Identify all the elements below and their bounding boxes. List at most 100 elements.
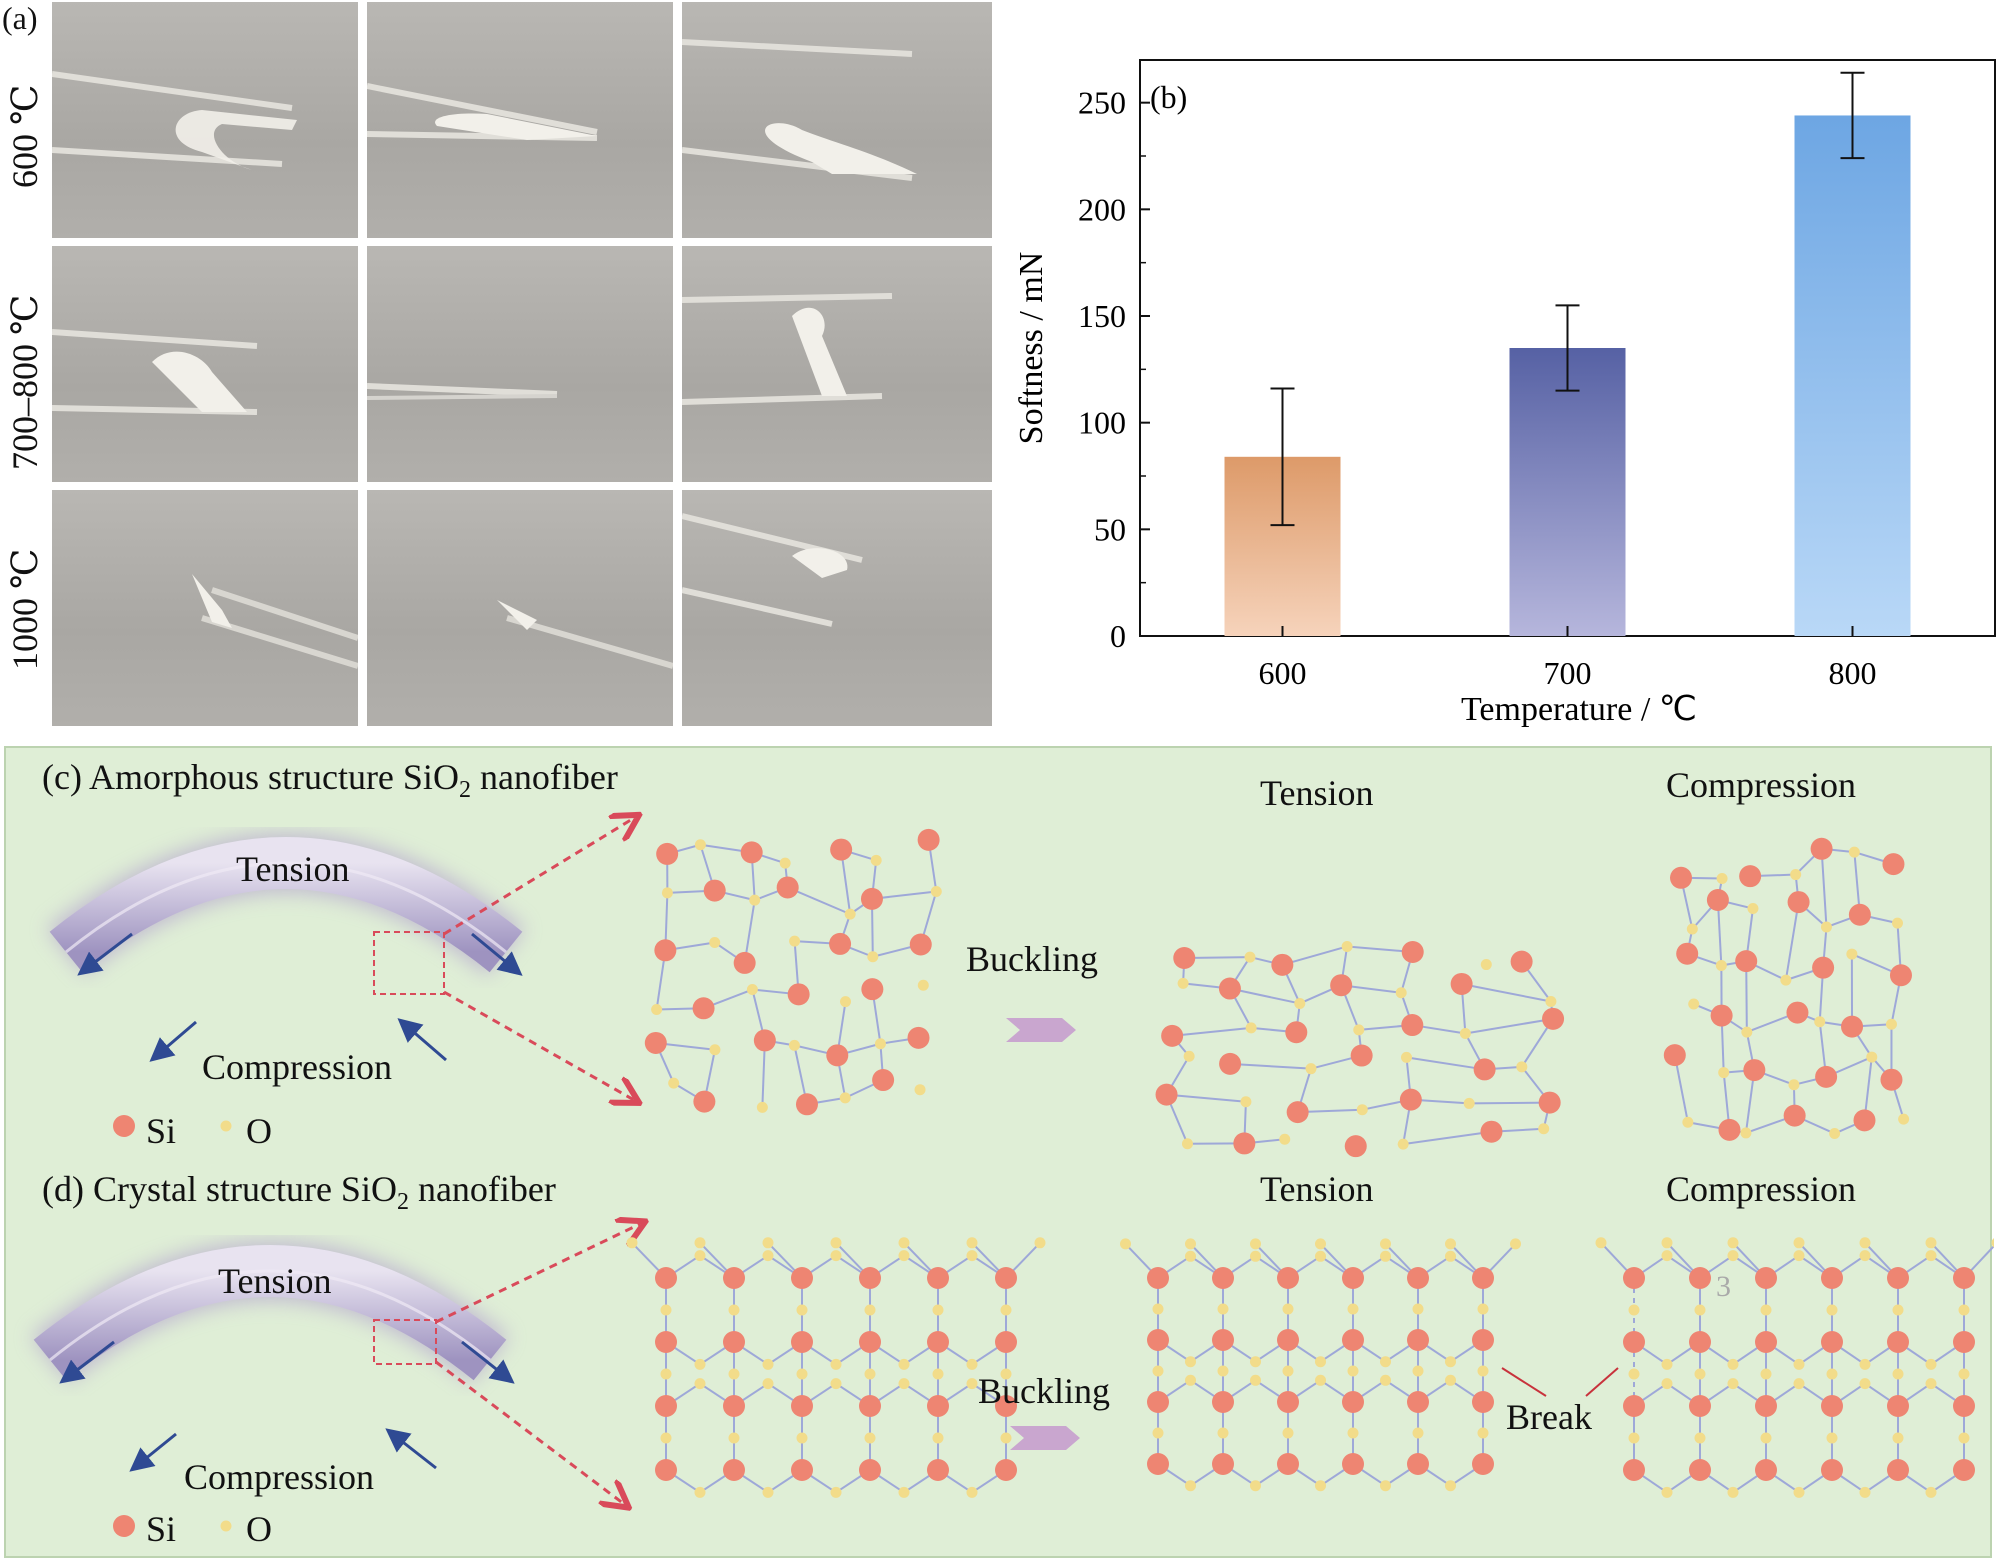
bond (1282, 945, 1348, 966)
c-legend-si: Si (146, 1111, 177, 1151)
si-atom (995, 1331, 1017, 1353)
o-atom (874, 1038, 886, 1050)
si-atom (1841, 1015, 1864, 1038)
si-atom (1407, 1391, 1429, 1413)
bond (787, 886, 851, 916)
y-tick-label: 0 (1110, 618, 1126, 654)
o-atom (660, 1432, 672, 1444)
bond (1166, 1093, 1246, 1103)
o-atom (1793, 1358, 1805, 1370)
c-fiber-tension-label: Tension (236, 849, 350, 889)
o-atom (1925, 1250, 1937, 1262)
si-atom (1821, 1331, 1843, 1353)
o-atom (932, 1368, 944, 1380)
si-atom (1663, 1044, 1686, 1067)
o-atom (1395, 987, 1407, 999)
panel-c-title-sub: 2 (458, 777, 471, 804)
photo-1000-1 (52, 490, 358, 726)
c-compression-title: Compression (1666, 765, 1857, 805)
panel-d-title-sub: 2 (396, 1189, 409, 1216)
o-atom (1859, 1250, 1871, 1262)
o-atom (1510, 1238, 1521, 1250)
o-atom (1516, 1061, 1528, 1073)
o-atom (1925, 1358, 1937, 1370)
c-tension-title: Tension (1260, 773, 1374, 813)
o-atom (1217, 1303, 1229, 1315)
o-atom (1925, 1486, 1937, 1498)
o-atom (1686, 923, 1698, 935)
si-atom (1689, 1459, 1711, 1481)
o-atom (1120, 1238, 1131, 1250)
si-atom (1161, 1024, 1184, 1047)
o-atom (1793, 1250, 1805, 1262)
o-atom (1829, 1128, 1841, 1140)
o-atom (1958, 1432, 1970, 1444)
o-atom (694, 1486, 706, 1498)
si-atom (1743, 1059, 1766, 1082)
si-atom (1810, 837, 1833, 860)
si-atom (791, 1331, 813, 1353)
o-atom (1727, 1358, 1739, 1370)
d-fiber-tension-label: Tension (218, 1261, 332, 1301)
y-tick-label: 100 (1078, 405, 1126, 441)
o-atom (220, 1520, 232, 1532)
o-atom (1740, 1127, 1752, 1139)
o-atom (1885, 1018, 1897, 1030)
si-atom (1407, 1453, 1429, 1475)
o-atom (1347, 1303, 1359, 1315)
si-atom (655, 1331, 677, 1353)
si-atom (1155, 1083, 1178, 1106)
photo-700-1 (52, 246, 358, 482)
si-atom (1783, 1104, 1806, 1127)
si-atom (1689, 1395, 1711, 1417)
si-atom (1718, 1118, 1741, 1141)
si-atom (692, 997, 715, 1020)
si-atom (1821, 1459, 1843, 1481)
si-atom (1953, 1331, 1975, 1353)
o-atom (1958, 1368, 1970, 1380)
o-atom (966, 1237, 978, 1249)
o-atom (1412, 1427, 1424, 1439)
c-legend-o: O (246, 1111, 272, 1151)
o-atom (651, 1004, 663, 1016)
si-atom (1887, 1331, 1909, 1353)
o-atom (779, 857, 791, 869)
panel-d-title: (d) Crystal structure SiO2 nanofiber (42, 1168, 556, 1216)
photo-600-2 (367, 2, 673, 238)
si-atom (1689, 1331, 1711, 1353)
o-atom (728, 1304, 740, 1316)
photo-1000-2 (367, 490, 673, 726)
si-atom (1401, 940, 1424, 963)
o-atom (1925, 1378, 1937, 1390)
force-arrow (461, 1340, 515, 1384)
o-atom (1315, 1374, 1326, 1386)
o-atom (1477, 1365, 1489, 1377)
si-atom (1710, 1004, 1733, 1027)
si-atom (860, 887, 883, 910)
si-atom (1147, 1391, 1169, 1413)
si-atom (1889, 964, 1912, 987)
o-atom (1282, 1365, 1294, 1377)
si-atom (740, 841, 763, 864)
o-atom (1820, 921, 1832, 933)
o-atom (1294, 997, 1306, 1009)
si-atom (859, 1267, 881, 1289)
si-atom (859, 1331, 881, 1353)
o-atom (1445, 1238, 1456, 1250)
si-atom (1848, 903, 1871, 926)
y-tick-label: 50 (1094, 511, 1126, 547)
o-atom (1034, 1237, 1046, 1249)
o-atom (1793, 1237, 1805, 1249)
o-atom (966, 1486, 978, 1498)
si-atom (995, 1459, 1017, 1481)
o-atom (1250, 1374, 1261, 1386)
bond (1673, 1054, 1689, 1123)
bar (1509, 348, 1626, 636)
o-atom (830, 1358, 842, 1370)
o-atom (1250, 1250, 1261, 1262)
si-atom (1473, 1058, 1496, 1081)
o-atom (1477, 1303, 1489, 1315)
si-atom (1786, 1001, 1809, 1024)
o-atom (1859, 1378, 1871, 1390)
o-atom (1715, 959, 1727, 971)
